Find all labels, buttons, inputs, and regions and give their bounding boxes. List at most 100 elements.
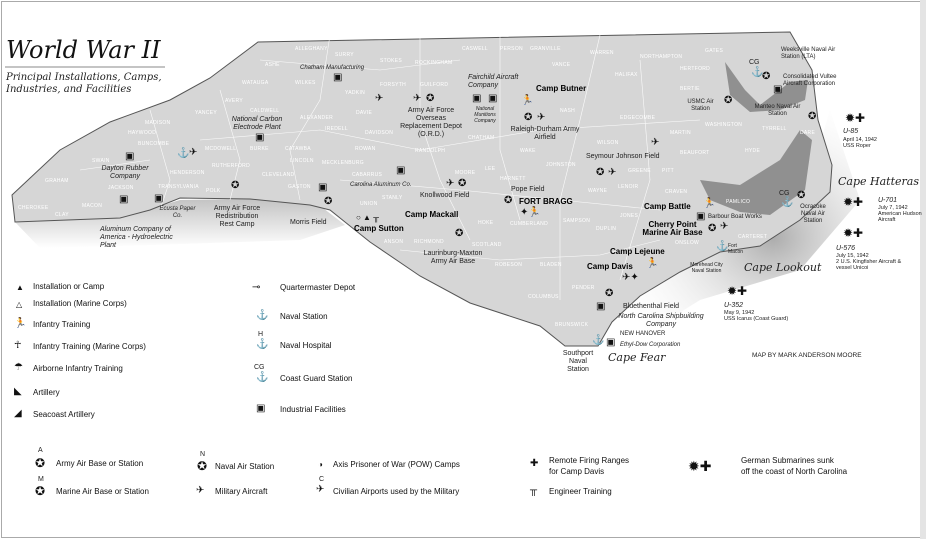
- county-label: ASHE: [265, 62, 280, 68]
- county-label: YANCEY: [195, 110, 217, 116]
- county-label: CHEROKEE: [18, 205, 49, 211]
- albemarle-sound: [725, 62, 808, 112]
- label-dayton-rubber: Dayton Rubber Company: [101, 165, 149, 180]
- letter-n: N: [200, 451, 206, 458]
- label-alcoa: Aluminum Company of America - Hydroelect…: [100, 226, 173, 249]
- sub-name: U-352: [724, 302, 744, 309]
- label-barbour-boat-works: Barbour Boat Works: [708, 214, 762, 220]
- letter-h: H: [258, 331, 264, 338]
- sub-date: May 9, 1942: [724, 310, 755, 316]
- county-label: TYRRELL: [762, 126, 787, 132]
- industrial-icon: ▣: [255, 132, 265, 143]
- county-label: MECKLENBURG: [322, 160, 364, 166]
- label-fort-bragg: FORT BRAGG: [519, 197, 573, 206]
- letter-cg-ocracoke: CG: [779, 190, 790, 197]
- legend-artillery: Artillery: [33, 388, 60, 397]
- industrial-icon: ▣: [256, 403, 266, 414]
- label-cape-fear: Cape Fear: [608, 351, 666, 364]
- county-label: ALLEGHANY: [295, 46, 328, 52]
- county-label: MACON: [82, 203, 103, 209]
- county-label: PITT: [662, 168, 675, 174]
- army-air-base-icon: ✪: [35, 456, 46, 470]
- legend-pow: Axis Prisoner of War (POW) Camps: [333, 460, 460, 469]
- civilian-airport-icon: ✈: [316, 484, 325, 495]
- marine-air-base-icon: ✪: [35, 484, 46, 498]
- engineer-training-icon: ╥: [530, 485, 538, 496]
- county-label: CALDWELL: [250, 108, 280, 114]
- army-air-base-icon: ✪: [596, 167, 605, 178]
- label-ethyl-dow: Ethyl-Dow Corporation: [620, 342, 681, 348]
- coast-shadow: [570, 110, 860, 365]
- army-air-base-icon: ✪: [231, 180, 240, 191]
- county-label: IREDELL: [325, 126, 348, 132]
- label-camp-lejeune: Camp Lejeune: [610, 247, 665, 256]
- naval-station-anchor-icon: ⚓: [716, 241, 729, 252]
- county-label: GUILFORD: [420, 82, 449, 88]
- county-label: FORSYTH: [380, 82, 406, 88]
- county-label: STOKES: [380, 58, 402, 64]
- county-label: SCOTLAND: [472, 242, 502, 248]
- county-label: CLEVELAND: [262, 172, 295, 178]
- label-morris-field: Morris Field: [290, 219, 327, 226]
- letter-cg-legend: CG: [254, 364, 265, 371]
- civilian-airport-icon: ✈: [651, 137, 660, 148]
- industrial-icon: ▣: [606, 337, 616, 348]
- label-fairchild: Fairchild Aircraft Company: [468, 74, 519, 89]
- county-label: PERSON: [500, 46, 523, 52]
- county-label: BEAUFORT: [680, 150, 710, 156]
- submarine-sunk-icon: ✹✚: [843, 226, 864, 240]
- letter-cg: CG: [749, 59, 760, 66]
- civilian-airport-icon: ✈: [413, 93, 422, 104]
- county-label: HALIFAX: [615, 72, 638, 78]
- county-label: NASH: [560, 108, 576, 114]
- military-aircraft-icon: ✈: [720, 221, 729, 232]
- county-label: DAVIDSON: [365, 130, 394, 136]
- county-label: CABARRUS: [352, 172, 383, 178]
- firing-range-cross-icon: ✚: [530, 458, 539, 469]
- county-label: MARTIN: [670, 130, 691, 136]
- industrial-icon: ▣: [696, 211, 706, 222]
- naval-station-anchor-icon: ⚓: [592, 335, 605, 346]
- military-aircraft-icon: ✈: [537, 112, 546, 123]
- label-morehead-city: Morehead City Naval Station: [690, 262, 723, 274]
- county-label: BLADEN: [540, 262, 562, 268]
- legend-army-air: Army Air Base or Station: [56, 459, 144, 468]
- label-national-carbon: National Carbon Electrode Plant: [231, 116, 283, 131]
- label-raleigh-durham: Raleigh-Durham Army Airfield: [510, 126, 580, 141]
- legend-installation-mc: Installation (Marine Corps): [33, 299, 127, 308]
- label-camp-davis: Camp Davis: [587, 262, 633, 271]
- quartermaster-key-icon: ⊸: [252, 282, 261, 293]
- county-label: POLK: [206, 188, 221, 194]
- sub-sunk-by: USS Roper: [843, 143, 871, 149]
- civilian-airport-icon: ✈: [375, 93, 384, 104]
- letter-c: C: [319, 476, 325, 483]
- county-label: PENDER: [572, 285, 595, 291]
- label-laurinburg: Laurinburg-Maxton Army Air Base: [423, 250, 483, 265]
- naval-hospital-icon: ⚓: [177, 148, 190, 159]
- legend-naval-station: Naval Station: [280, 312, 328, 321]
- army-air-base-icon: ✪: [324, 196, 333, 207]
- label-chatham-manufacturing: Chatham Manufacturing: [300, 65, 365, 71]
- label-camp-butner: Camp Butner: [536, 84, 587, 93]
- sub-name: U-701: [878, 197, 898, 204]
- county-label: DUPLIN: [596, 226, 617, 232]
- county-label: WAKE: [520, 148, 536, 154]
- county-label: WILKES: [295, 80, 316, 86]
- county-label: CLAY: [55, 212, 69, 218]
- county-label: YADKIN: [345, 90, 366, 96]
- county-label: ONSLOW: [675, 240, 700, 246]
- county-label: NORTHAMPTON: [640, 54, 683, 60]
- infantry-training-icon: 🏃: [703, 198, 716, 209]
- right-scroll-strip: [920, 0, 926, 539]
- legend-engineer: Engineer Training: [549, 487, 612, 496]
- industrial-icon: ▣: [773, 84, 783, 95]
- county-label: DARE: [800, 130, 816, 136]
- legend-infantry-mc: Infantry Training (Marine Corps): [33, 342, 146, 351]
- legend-submarines-1: German Submarines sunk: [741, 456, 834, 465]
- industrial-icon: ▣: [119, 194, 129, 205]
- industrial-icon: ▣: [488, 93, 498, 104]
- infantry-icon: 🏃: [14, 318, 27, 329]
- army-air-base-icon: ✪: [504, 195, 513, 206]
